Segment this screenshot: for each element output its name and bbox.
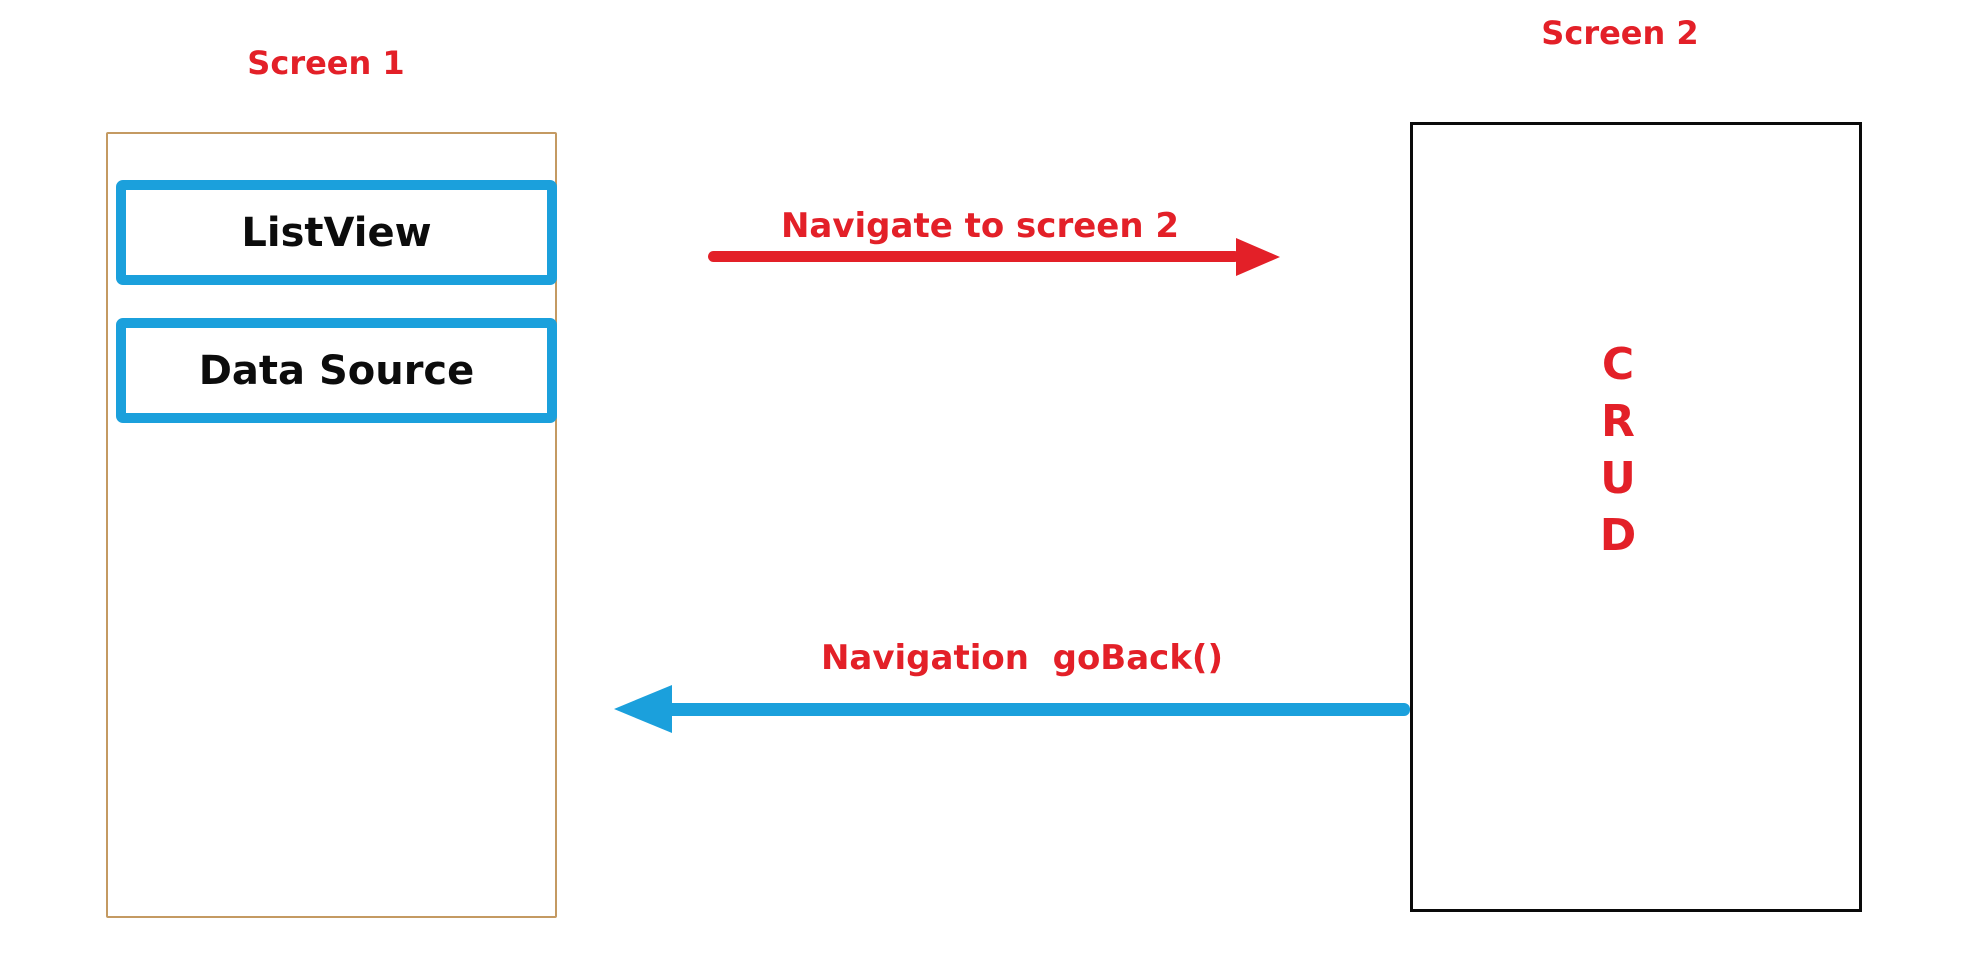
screen2-frame [1410, 122, 1862, 912]
goback-arrow-head-icon [614, 685, 672, 733]
datasource-label: Data Source [198, 347, 475, 394]
listview-component-box: ListView [116, 180, 557, 285]
crud-vertical-text: C R U D [1599, 339, 1637, 561]
datasource-component-box: Data Source [116, 318, 557, 423]
goback-arrow-label: Navigation goBack() [820, 638, 1224, 678]
goback-arrow-line [664, 703, 1410, 716]
screen1-title: Screen 1 [247, 44, 405, 82]
navigate-arrow-head-icon [1236, 238, 1280, 276]
listview-label: ListView [241, 209, 432, 256]
screen2-title: Screen 2 [1541, 14, 1699, 52]
navigate-arrow-label: Navigate to screen 2 [780, 206, 1180, 246]
navigate-arrow-line [708, 251, 1240, 262]
screen1-frame: ListView Data Source [106, 132, 557, 918]
